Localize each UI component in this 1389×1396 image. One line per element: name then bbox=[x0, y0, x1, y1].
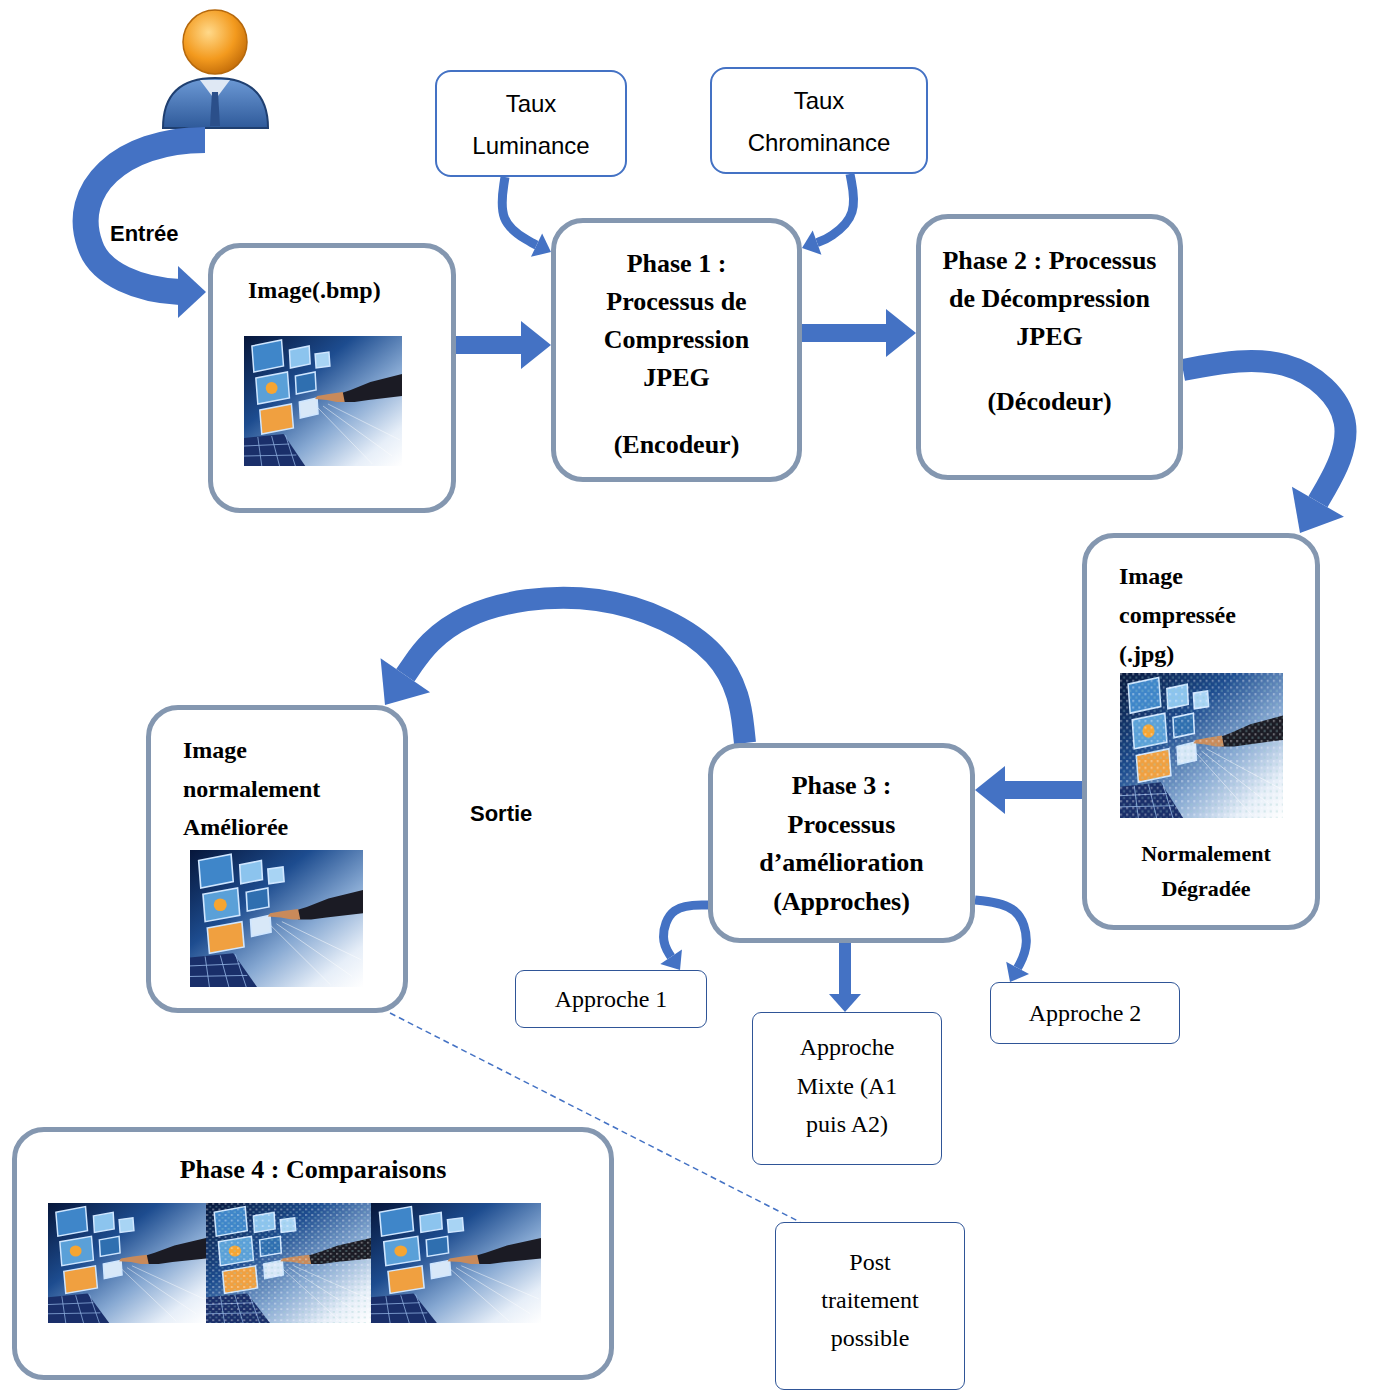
note-box: Post traitement possible bbox=[775, 1222, 965, 1390]
comparison-picture bbox=[206, 1203, 371, 1323]
user-icon bbox=[163, 10, 268, 128]
parameter-label: Taux Luminance bbox=[463, 83, 599, 167]
flow-arrow bbox=[975, 900, 1029, 982]
phase-title: Phase 4 : Comparaisons bbox=[37, 1152, 589, 1188]
parameter-box: Taux Chrominance bbox=[710, 67, 928, 174]
image-box: Image normalement Améliorée bbox=[146, 705, 408, 1013]
arrow-head bbox=[381, 658, 431, 705]
arrow-shaft bbox=[405, 598, 745, 743]
input-arrow bbox=[86, 140, 206, 318]
phase-role: (Encodeur) bbox=[572, 426, 781, 464]
parameter-label: Taux Chrominance bbox=[738, 80, 900, 164]
arrow-head bbox=[886, 309, 916, 357]
process-box: Phase 2 : Processus de Décompression JPE… bbox=[916, 214, 1183, 480]
comparison-picture bbox=[371, 1203, 541, 1323]
output-label: Sortie bbox=[470, 800, 532, 828]
image-state: Normalement Dégradée bbox=[1107, 836, 1305, 906]
approach-label: Approche Mixte (A1 puis A2) bbox=[783, 1028, 911, 1144]
approach-label: Approche 2 bbox=[1001, 995, 1169, 1031]
approach-box: Approche Mixte (A1 puis A2) bbox=[752, 1012, 942, 1165]
arrow-shaft bbox=[802, 324, 886, 342]
approach-box: Approche 2 bbox=[990, 982, 1180, 1044]
arrow-head bbox=[975, 766, 1005, 814]
box-title: Image compressée (.jpg) bbox=[1119, 557, 1265, 674]
note-text: Post traitement possible bbox=[806, 1243, 934, 1357]
comparison-picture bbox=[48, 1203, 206, 1323]
flow-arrow bbox=[802, 309, 916, 357]
improved-picture bbox=[190, 850, 363, 987]
flow-arrow bbox=[456, 321, 551, 369]
arrow-shaft bbox=[839, 943, 851, 994]
box-title: Image normalement Améliorée bbox=[183, 731, 343, 847]
arrow-shaft bbox=[456, 336, 521, 354]
phase-title: Phase 2 : Processus de Décompression JPE… bbox=[937, 242, 1162, 356]
arrow-head bbox=[1006, 962, 1029, 982]
arrow-head bbox=[531, 233, 551, 256]
dashed-link bbox=[390, 1013, 800, 1222]
flow-arrow bbox=[502, 177, 551, 257]
flow-arrow bbox=[660, 905, 708, 970]
arrow-shaft bbox=[975, 900, 1026, 968]
flow-arrow bbox=[829, 943, 861, 1012]
phase-title: Phase 1 : Processus de Compression JPEG bbox=[572, 245, 781, 397]
comparison-panel: Phase 4 : Comparaisons bbox=[12, 1127, 614, 1380]
arrow-head bbox=[660, 949, 682, 970]
flow-arrow bbox=[975, 766, 1082, 814]
flow-arrow bbox=[1183, 361, 1346, 533]
approach-label: Approche 1 bbox=[526, 981, 696, 1017]
process-box: Phase 3 : Processus d’amélioration (Appr… bbox=[708, 743, 975, 943]
arrow-shaft bbox=[1005, 781, 1082, 799]
flow-arrow bbox=[802, 174, 854, 255]
flow-arrow bbox=[381, 598, 745, 743]
phase-title: Phase 3 : Processus d’amélioration (Appr… bbox=[735, 767, 948, 921]
arrow-shaft bbox=[502, 177, 536, 245]
arrow-head bbox=[829, 994, 861, 1012]
input-picture bbox=[244, 336, 402, 466]
phase-role: (Décodeur) bbox=[937, 383, 1162, 421]
box-title: Image(.bmp) bbox=[248, 272, 431, 308]
flow-arrow bbox=[390, 1013, 800, 1222]
arrow-shaft bbox=[817, 174, 854, 243]
input-label: Entrée bbox=[110, 220, 178, 248]
compressed-picture bbox=[1120, 673, 1283, 818]
image-box: Image compressée (.jpg) Normalement Dégra… bbox=[1082, 533, 1320, 930]
arrow-shaft bbox=[1183, 361, 1346, 502]
arrow-head bbox=[521, 321, 551, 369]
image-box: Image(.bmp) bbox=[208, 243, 456, 513]
arrow-head bbox=[1292, 487, 1344, 533]
process-box: Phase 1 : Processus de Compression JPEG (… bbox=[551, 218, 802, 482]
approach-box: Approche 1 bbox=[515, 970, 707, 1028]
parameter-box: Taux Luminance bbox=[435, 70, 627, 177]
arrow-shaft bbox=[664, 905, 708, 957]
arrow-head bbox=[802, 230, 821, 254]
